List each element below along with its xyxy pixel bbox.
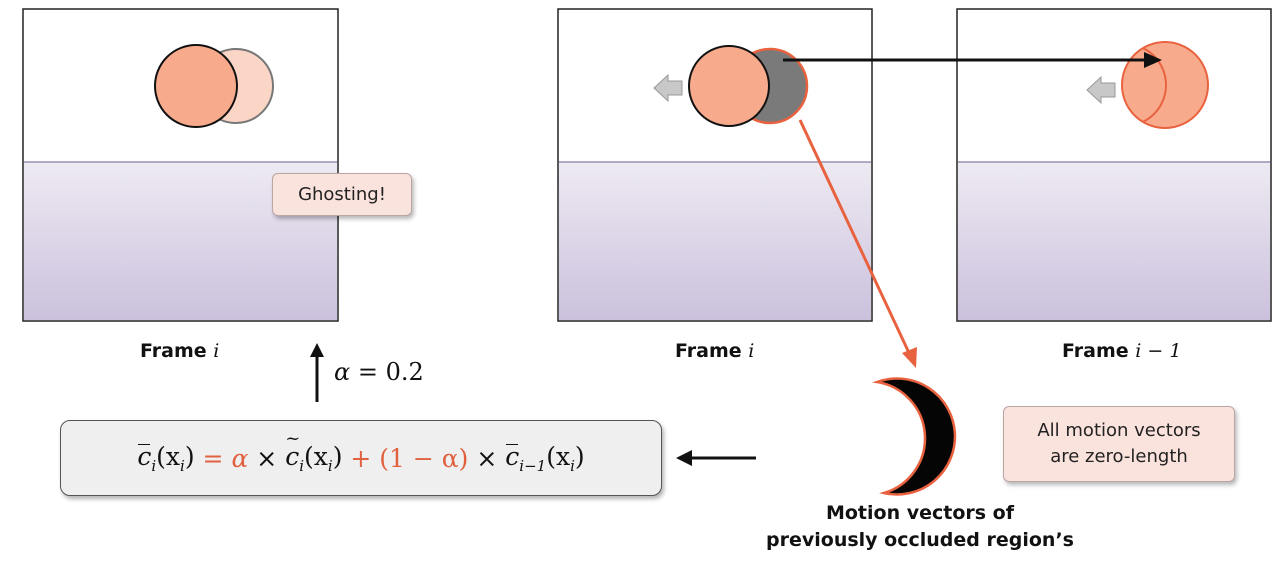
ghosting-callout: Ghosting!	[272, 173, 412, 216]
alpha-value: α = 0.2	[334, 358, 424, 386]
alpha-up-arrow	[310, 343, 324, 402]
reprojection-arrow	[783, 52, 1162, 68]
frame-left-panel	[22, 8, 339, 322]
motion-arrow-left-icon	[653, 73, 683, 103]
object-circle-middle	[688, 45, 770, 127]
caption-line1: Motion vectors of	[825, 502, 1015, 524]
frame-right-panel	[956, 8, 1272, 322]
frame-label-middle: Frame i	[675, 340, 755, 362]
frame-label-right: Frame i − 1	[1062, 340, 1182, 362]
frame-middle-panel	[557, 8, 873, 322]
occluded-crescent	[872, 377, 957, 496]
floor-right	[958, 162, 1270, 320]
zero-length-callout: All motion vectors are zero-length	[1003, 406, 1235, 482]
object-circle-left	[154, 44, 238, 128]
caption-line2: previously occluded region’s	[766, 529, 1074, 551]
occlusion-arrow	[798, 119, 917, 368]
blending-equation: ci(xi) = α × ci(xi) + (1 − α) × ci−1(xi)	[60, 420, 662, 496]
floor-middle	[559, 162, 871, 320]
frame-label-left: Frame i	[140, 340, 220, 362]
motion-vectors-caption: Motion vectors of previously occluded re…	[740, 500, 1100, 554]
ghosting-text: Ghosting!	[298, 184, 386, 205]
zero-length-line1: All motion vectors	[1037, 420, 1201, 441]
motion-arrow-left-icon-2	[1086, 75, 1116, 105]
zero-length-line2: are zero-length	[1050, 446, 1188, 467]
equation-input-arrow	[676, 450, 756, 466]
